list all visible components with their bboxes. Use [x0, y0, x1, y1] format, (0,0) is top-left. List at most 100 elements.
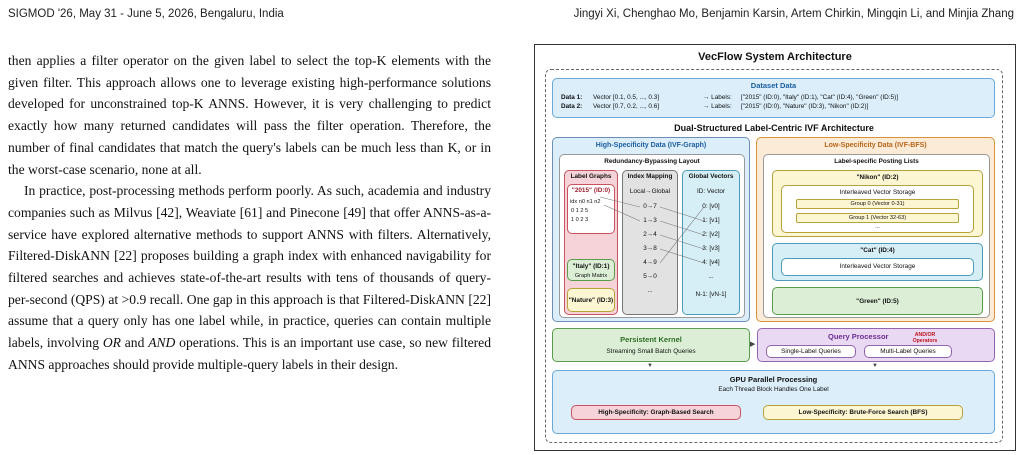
running-header-left: SIGMOD '26, May 31 - June 5, 2026, Benga…	[8, 8, 284, 20]
vec-3: 3: [v3]	[702, 245, 720, 252]
brute-force-box: Low-Specificity: Brute-Force Search (BFS…	[763, 405, 963, 420]
data1-name: Data 1:	[561, 94, 583, 101]
and-or-operators: AND/OR Operators	[912, 332, 938, 344]
cat-storage-label: Interleaved Vector Storage	[839, 263, 916, 270]
graph-2015-label: "2015" (ID:0)	[571, 187, 611, 194]
gpu-subtitle: Each Thread Block Handles One Label	[718, 386, 829, 393]
persistent-kernel-subtitle: Streaming Small Batch Queries	[606, 348, 696, 355]
or-term: OR	[102, 335, 121, 351]
system-boundary: Dataset Data Data 1: Vector [0.1, 0.5, .…	[545, 69, 1003, 443]
persistent-kernel-box: Persistent Kernel Streaming Small Batch …	[552, 328, 750, 362]
group-1-label: Group 1 (Vector 32-63)	[848, 215, 907, 221]
low-specificity-box: Low-Specificity Data (IVF-BFS) Label-spe…	[756, 137, 995, 322]
persistent-kernel-title: Persistent Kernel	[620, 335, 682, 344]
nikon-label: "Nikon" (ID:2)	[856, 174, 899, 181]
group-0-box: Group 0 (Vector 0-31)	[796, 199, 959, 209]
cut-off-line: provide multiple-query labels in their d…	[152, 356, 398, 372]
paragraph-2: In practice, post-processing methods per…	[8, 180, 491, 375]
cat-storage-box: Interleaved Vector Storage	[781, 258, 974, 276]
green-box: "Green" (ID:5)	[772, 287, 983, 315]
gpu-title: GPU Parallel Processing	[729, 375, 818, 384]
query-to-gpu-arrow: ▼	[872, 363, 878, 369]
multi-label-queries-label: Multi-Label Queries	[880, 348, 936, 355]
kernel-to-query-arrow: ▶	[750, 341, 756, 348]
query-processor-title: Query Processor	[828, 332, 889, 341]
data2-vector: Vector [0.7, 0.2, ..., 0.6]	[593, 103, 660, 110]
groups-ellipsis: ...	[875, 224, 880, 230]
kernel-to-gpu-arrow: ▼	[647, 363, 653, 369]
matrix-row-1: 1 0 2 3	[571, 217, 589, 223]
graph-search-label: High-Specificity: Graph-Based Search	[598, 409, 714, 416]
paragraph-1: then applies a filter operator on the gi…	[8, 53, 491, 177]
nikon-storage-box: Interleaved Vector Storage Group 0 (Vect…	[781, 185, 974, 233]
multi-label-queries-box: Multi-Label Queries	[864, 345, 952, 358]
brute-force-label: Low-Specificity: Brute-Force Search (BFS…	[798, 409, 928, 416]
vec-2: 2: [v2]	[702, 231, 720, 238]
label-graphs-box: Label Graphs "2015" (ID:0) idx n0 n1 n2 …	[564, 170, 618, 315]
dataset-box: Dataset Data Data 1: Vector [0.1, 0.5, .…	[552, 78, 995, 118]
vec-4: 4: [v4]	[702, 259, 720, 266]
layout-title: Redundancy-Bypassing Layout	[604, 158, 700, 165]
index-mapping-box: Index Mapping Local→Global 0→7 1→3 2→4 3…	[622, 170, 678, 315]
dataset-title: Dataset Data	[750, 81, 797, 90]
local-global-label: Local→Global	[629, 188, 671, 195]
and-connector: and	[120, 335, 149, 351]
map-4: 4→9	[643, 259, 657, 266]
data2-name: Data 2:	[561, 103, 583, 110]
body-text: then applies a filter operator on the gi…	[8, 50, 491, 376]
map-ellipsis: ...	[647, 287, 653, 294]
vec-ellipsis: ...	[708, 273, 714, 280]
group-0-label: Group 0 (Vector 0-31)	[850, 201, 905, 207]
cat-label: "Cat" (ID:4)	[860, 247, 895, 254]
high-specificity-box: High-Specificity Data (IVF-Graph) Redund…	[552, 137, 750, 322]
graph-italy-label: "Italy" (ID:1)	[572, 263, 610, 270]
nikon-box: "Nikon" (ID:2) Interleaved Vector Storag…	[772, 170, 983, 237]
vec-1: 1: [v1]	[702, 217, 720, 224]
global-vectors-title: Global Vectors	[688, 173, 734, 180]
figure-title: VecFlow System Architecture	[698, 51, 852, 63]
data1-arrow: → Labels:	[703, 94, 732, 101]
paragraph-2-end: operations. This is an important use cas…	[8, 335, 491, 372]
graph-nature-label: "Nature" (ID:3)	[568, 297, 614, 304]
map-3: 3→8	[643, 245, 657, 252]
data1-labels: ["2015" (ID:0), "Italy" (ID:1), "Cat" (I…	[741, 94, 899, 101]
graph-nature-box: "Nature" (ID:3)	[567, 288, 615, 312]
cat-box: "Cat" (ID:4) Interleaved Vector Storage	[772, 243, 983, 281]
vec-0: 0: [v0]	[702, 203, 720, 210]
data1-vector: Vector [0.1, 0.5, ..., 0.3]	[593, 94, 660, 101]
group-1-box: Group 1 (Vector 32-63)	[796, 213, 959, 223]
graph-italy-box: "Italy" (ID:1) Graph Matrix	[567, 259, 615, 281]
map-5: 5→0	[643, 273, 657, 280]
architecture-figure: VecFlow System Architecture Dataset Data…	[534, 44, 1016, 451]
low-specificity-title: Low-Specificity Data (IVF-BFS)	[824, 142, 927, 149]
index-mapping-title: Index Mapping	[627, 173, 673, 180]
query-processor-box: Query Processor AND/OR Operators Single-…	[757, 328, 995, 362]
green-label: "Green" (ID:5)	[856, 298, 899, 305]
map-0: 0→7	[643, 203, 657, 210]
matrix-header: idx n0 n1 n2	[570, 199, 601, 205]
id-vector-label: ID: Vector	[696, 188, 726, 195]
graph-search-box: High-Specificity: Graph-Based Search	[571, 405, 741, 420]
map-2: 2→4	[643, 231, 657, 238]
vec-last: N-1: [vN-1]	[695, 291, 727, 298]
single-label-queries-box: Single-Label Queries	[766, 345, 856, 358]
layout-box: Redundancy-Bypassing Layout Label Graphs…	[559, 154, 745, 318]
posting-lists-title: Label-specific Posting Lists	[834, 158, 919, 165]
gpu-processing-box: GPU Parallel Processing Each Thread Bloc…	[552, 370, 995, 434]
graph-matrix-label: Graph Matrix	[574, 273, 608, 279]
global-vectors-box: Global Vectors ID: Vector 0: [v0] 1: [v1…	[682, 170, 740, 315]
data2-labels: ["2015" (ID:0), "Nature" (ID:3), "Nikon"…	[741, 103, 869, 110]
single-label-queries-label: Single-Label Queries	[781, 348, 841, 355]
and-term: AND	[148, 335, 176, 351]
running-header-right: Jingyi Xi, Chenghao Mo, Benjamin Karsin,…	[573, 8, 1014, 20]
graph-2015-box: "2015" (ID:0) idx n0 n1 n2 0 1 2 5 1 0 2…	[567, 184, 615, 234]
high-specificity-title: High-Specificity Data (IVF-Graph)	[595, 142, 707, 149]
matrix-row-0: 0 1 2 5	[571, 208, 589, 214]
paragraph-2-text: In practice, post-processing methods per…	[8, 183, 491, 351]
data2-arrow: → Labels:	[703, 103, 732, 110]
posting-lists-box: Label-specific Posting Lists "Nikon" (ID…	[763, 154, 990, 318]
nikon-storage-label: Interleaved Vector Storage	[839, 189, 916, 196]
architecture-title: Dual-Structured Label-Centric IVF Archit…	[674, 123, 874, 133]
map-1: 1→3	[643, 217, 657, 224]
label-graphs-title: Label Graphs	[570, 173, 612, 180]
